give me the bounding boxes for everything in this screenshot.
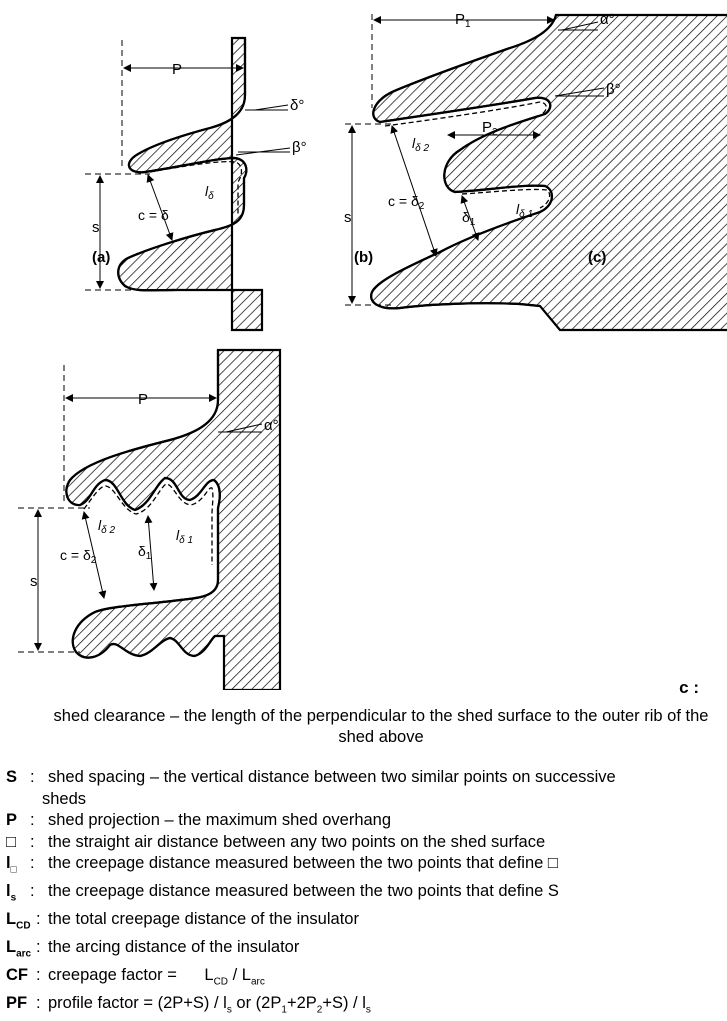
label-p1: P1: [455, 11, 471, 30]
insulator-shed-profile-figure: P s c = δ lδ δ° β° (a) P1 P2 s: [18, 11, 727, 690]
def-symbol: PF: [6, 993, 28, 1012]
label-alpha-angle-bottom: α°: [264, 417, 279, 434]
c-definition: shed clearance – the length of the perpe…: [53, 707, 709, 746]
label-delta1-bottom: δ1: [138, 543, 152, 562]
def-symbol: LCD: [6, 910, 31, 932]
def-row-l-s: ls : the creepage distance measured betw…: [6, 881, 722, 909]
label-l-delta1-bottom: lδ 1: [176, 527, 193, 546]
label-c-delta-a: c = δ: [138, 207, 169, 223]
def-row-p: P : shed projection – the maximum shed o…: [6, 810, 722, 832]
def-text: the arcing distance of the insulator: [48, 938, 300, 957]
label-l-delta1-b: lδ 1: [516, 201, 533, 220]
panel-a-insulator-body: [117, 36, 264, 332]
definitions-list: S : shed spacing – the vertical distance…: [6, 767, 722, 1021]
label-s-a: s: [92, 219, 100, 236]
def-row-delta: □ : the straight air distance between an…: [6, 832, 722, 854]
panel-multi-rib-drawing: P s c = δ2 lδ 2 δ1 lδ 1 α°: [18, 348, 282, 690]
label-delta-angle: δ°: [290, 97, 304, 114]
def-text: creepage factor = LCD / Larc: [48, 965, 265, 988]
label-beta-angle-a: β°: [292, 139, 307, 156]
c-heading: c :: [679, 678, 699, 698]
def-symbol: □: [6, 832, 16, 851]
def-text-cont: sheds: [42, 789, 87, 808]
def-text: the straight air distance between any tw…: [48, 832, 546, 851]
label-c-delta2-b: c = δ2: [388, 193, 425, 212]
c-symbol: c: [679, 678, 689, 697]
panel-a-drawing: P s c = δ lδ δ° β° (a): [85, 36, 307, 332]
c-colon: :: [693, 678, 699, 697]
label-delta1-b: δ1: [462, 209, 476, 228]
def-symbol: ls: [6, 882, 17, 904]
panel-a-label: (a): [92, 249, 110, 266]
def-text: profile factor = (2P+S) / ls or (2P1+2P2…: [48, 993, 371, 1016]
def-row-l-arc: Larc : the arcing distance of the insula…: [6, 937, 722, 965]
def-symbol: l□: [6, 854, 17, 876]
def-symbol: S: [6, 768, 18, 786]
def-symbol: CF: [6, 965, 28, 984]
label-c-delta2-bottom: c = δ2: [60, 547, 97, 566]
label-l-delta-a: lδ: [205, 183, 214, 202]
def-symbol: Larc: [6, 938, 32, 960]
label-beta-angle-b: β°: [606, 81, 621, 98]
panel-bc-drawing: P1 P2 s c = δ2 lδ 2 δ1 lδ 1 α° β° (b) (c…: [344, 11, 727, 332]
def-symbol: P: [6, 811, 18, 830]
def-text: shed projection – the maximum shed overh…: [48, 811, 392, 830]
label-alpha-angle-b: α°: [600, 11, 615, 28]
label-l-delta2-b: lδ 2: [412, 135, 429, 154]
def-row-l-cd: LCD : the total creepage distance of the…: [6, 909, 722, 937]
def-row-pf: PF : profile factor = (2P+S) / ls or (2P…: [6, 993, 722, 1021]
def-text: the total creepage distance of the insul…: [48, 910, 359, 929]
def-row-l-delta: l□ : the creepage distance measured betw…: [6, 853, 722, 881]
panel-bc-insulator-body: [370, 13, 727, 332]
def-row-s: S : shed spacing – the vertical distance…: [6, 767, 722, 789]
label-s-bc: s: [344, 209, 352, 226]
label-p-bottom: P: [138, 391, 148, 408]
label-s-bottom: s: [30, 573, 38, 590]
def-text: shed spacing – the vertical distance bet…: [48, 768, 616, 786]
cf-formula: LCD / Larc: [204, 965, 265, 988]
label-l-delta2-bottom: lδ 2: [98, 517, 115, 536]
pf-formula: (2P+S) / ls or (2P1+2P2+S) / ls: [157, 993, 371, 1016]
label-p-a: P: [172, 61, 182, 78]
def-row-cf: CF : creepage factor = LCD / Larc: [6, 965, 722, 993]
def-text: the creepage distance measured between t…: [48, 882, 559, 901]
label-p2: P2: [482, 119, 498, 138]
panel-b-label: (b): [354, 249, 373, 266]
def-text: the creepage distance measured between t…: [48, 854, 558, 873]
panel-c-label: (c): [588, 249, 606, 266]
